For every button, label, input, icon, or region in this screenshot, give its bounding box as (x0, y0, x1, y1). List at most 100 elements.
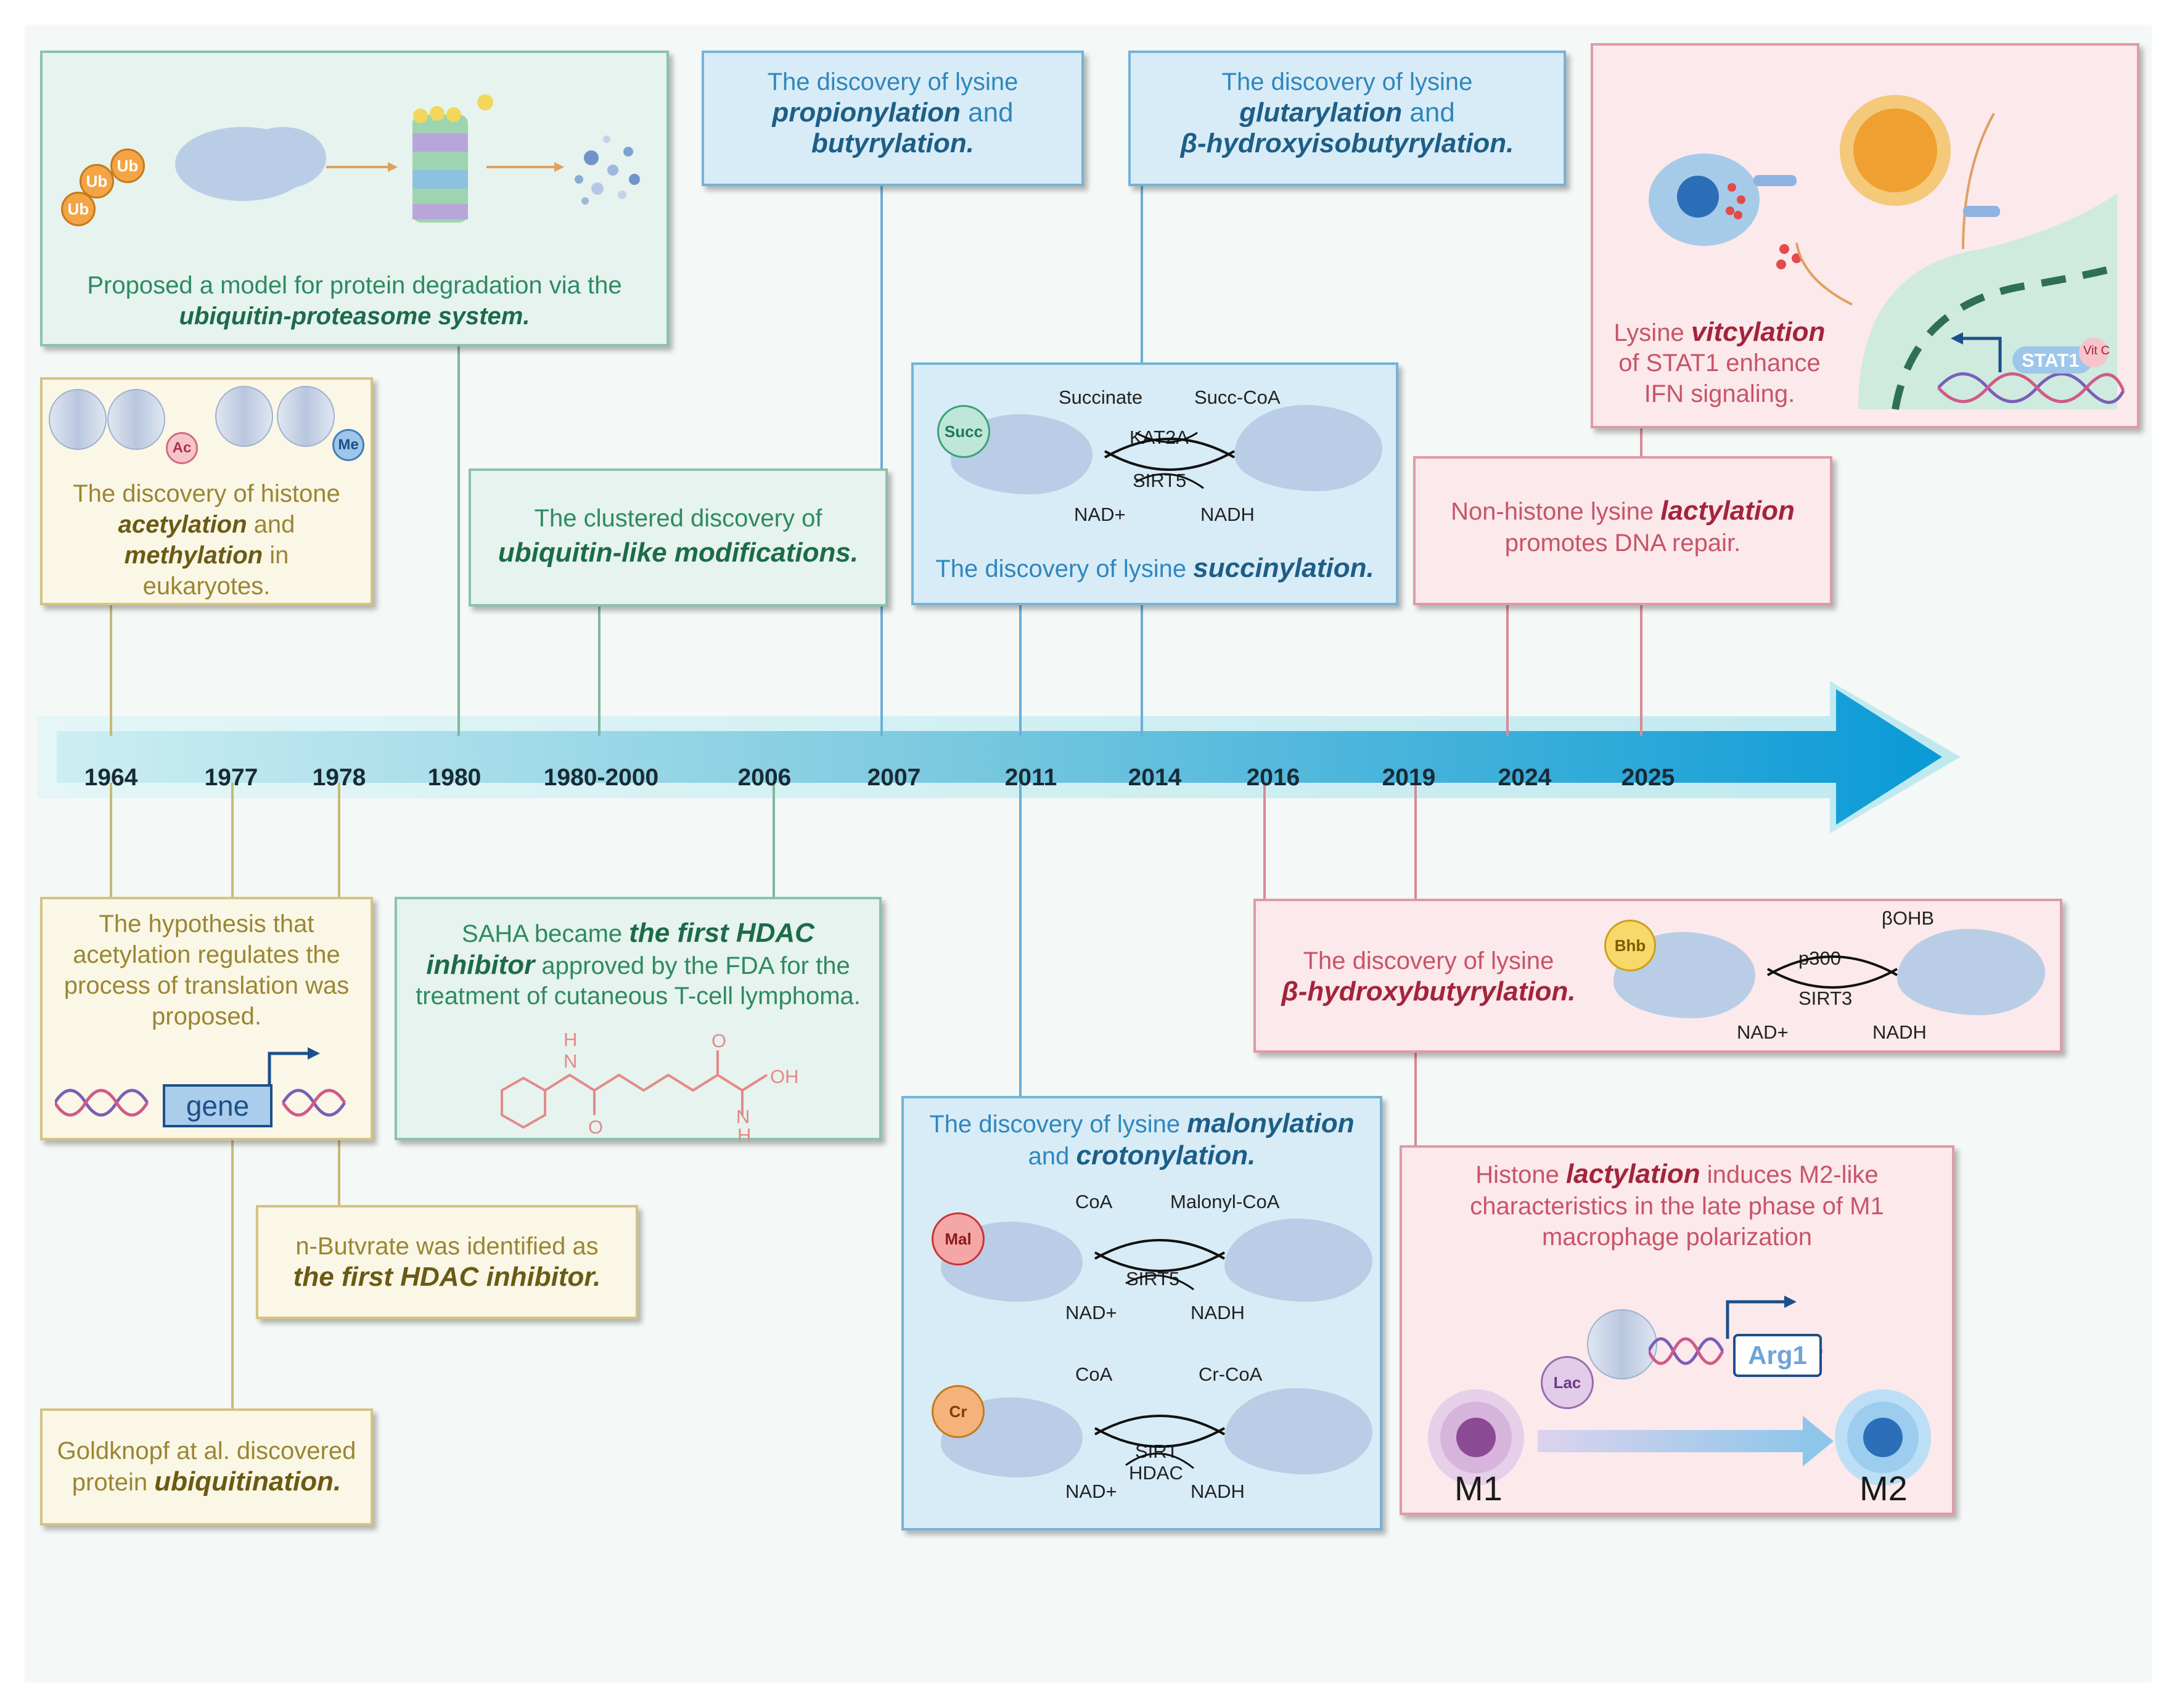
event-text: The discovery of lysine malonylation (929, 1108, 1355, 1138)
year-label: 1980-2000 (543, 764, 659, 791)
event-text: The hypothesis that (99, 910, 314, 938)
event-text: proposed. (152, 1003, 261, 1030)
succ-tag: Succ (937, 405, 990, 458)
nucleosome-icon (49, 389, 107, 450)
m2-label: M2 (1859, 1469, 1908, 1508)
protein-shape (1224, 1219, 1372, 1302)
proteasome-illustration (175, 94, 640, 223)
event-text: promotes DNA repair. (1504, 529, 1741, 557)
event-text: treatment of cutaneous T-cell lymphoma. (416, 983, 861, 1010)
ub-tag: Ub (80, 164, 114, 198)
event-text: glutarylation and (1239, 97, 1455, 128)
connector-2007-top (880, 184, 883, 736)
me-tag: Me (332, 429, 364, 461)
immune-cell-illustration (1649, 95, 2125, 411)
event-text: The discovery of lysine (767, 68, 1019, 96)
event-text: The clustered discovery of (534, 505, 822, 532)
event-text-bold: β-hydroxybutyrylation. (1281, 976, 1576, 1007)
event-2011-succinylation: Succ Succinate Succ-CoA KAT2A SIRT5 NAD+… (911, 362, 1398, 605)
cr-coa-label: Cr-CoA (1199, 1363, 1263, 1385)
nucleosome-icon (107, 389, 165, 450)
atom-label: H (737, 1124, 752, 1146)
enzyme-label: SIRT5 (1133, 470, 1187, 491)
year-label: 2006 (737, 764, 792, 791)
year-label: 2019 (1382, 764, 1436, 791)
connector-2006-bottom (773, 783, 775, 897)
event-1980-2000-ubiquitin-like: The clustered discovery of ubiquitin-lik… (469, 468, 888, 607)
event-2007-propionylation: The discovery of lysine propionylation a… (702, 51, 1084, 186)
lac-tag: Lac (1541, 1356, 1594, 1409)
nadh-label: NADH (1191, 1302, 1245, 1323)
event-text-bold: ubiquitin-like modifications. (498, 537, 859, 568)
event-text: macrophage polarization (1541, 1224, 1813, 1251)
event-text: Proposed a model for protein degradation… (87, 272, 622, 299)
coa-label: CoA (1075, 1191, 1113, 1212)
event-2025-vitcylation: STAT1 Vit C Lysine vitcylation of STAT1 … (1591, 43, 2139, 428)
event-2006-saha-approval: SAHA became the first HDAC inhibitor app… (395, 897, 882, 1146)
event-1977-translation-hypothesis: The hypothesis that acetylation regulate… (40, 897, 373, 1140)
enzyme-label: KAT2A (1129, 427, 1189, 448)
atom-label: N (736, 1106, 750, 1127)
event-text: The discovery of lysine (1221, 68, 1473, 96)
event-text: Non-histone lysine lactylation (1451, 496, 1795, 526)
event-text: methylation in (124, 542, 289, 569)
nadh-label: NADH (1872, 1021, 1927, 1043)
mal-tag: Mal (932, 1212, 985, 1265)
event-text: protein ubiquitination. (72, 1466, 342, 1497)
event-text: The discovery of histone (73, 480, 340, 507)
dna-icon (55, 1047, 346, 1117)
atom-label: O (711, 1030, 727, 1052)
connector-2024-top (1506, 604, 1509, 736)
connector-1980-top (457, 340, 460, 736)
protein-shape (1234, 405, 1382, 491)
coa-label: CoA (1075, 1363, 1113, 1385)
event-2011-malonylation-crotonylation: The discovery of lysine malonylation and… (901, 1096, 1382, 1530)
event-text: acetylation and (118, 511, 295, 538)
atom-label: O (588, 1116, 604, 1138)
nad-label: NAD+ (1737, 1021, 1789, 1043)
arg1-gene-box: Arg1 (1733, 1334, 1822, 1377)
m1-label: M1 (1454, 1469, 1503, 1508)
enzyme-label: HDAC (1129, 1462, 1183, 1484)
nad-label: NAD+ (1074, 504, 1126, 525)
event-1980-ubiquitin-proteasome: Ub Ub Ub Proposed a model for protein de… (40, 51, 669, 346)
event-text: propionylation and (772, 97, 1014, 128)
succ-coa-label: Succ-CoA (1194, 386, 1281, 408)
protein-shape (1224, 1388, 1372, 1474)
reaction-arrows (1767, 955, 1898, 989)
event-1964-histone-acetylation: Ac Me The discovery of histone acetylati… (40, 377, 373, 605)
year-label: 2016 (1246, 764, 1300, 791)
vitc-label: Vit C (2083, 344, 2110, 358)
bhb-tag: Bhb (1604, 920, 1656, 971)
event-text: The discovery of lysine succinylation. (935, 553, 1374, 583)
nad-label: NAD+ (1065, 1302, 1117, 1323)
event-text: butyrylation. (811, 128, 975, 158)
event-text-bold: the first HDAC inhibitor. (293, 1262, 601, 1292)
ac-tag: Ac (166, 432, 198, 464)
event-text: of STAT1 enhance (1618, 349, 1821, 377)
timeline-figure: 1964 1977 1978 1980 1980-2000 2006 2007 … (25, 25, 2152, 1683)
ub-tag: Ub (110, 149, 145, 183)
event-1977-ubiquitination: Goldknopf at al. discovered protein ubiq… (40, 1408, 373, 1526)
malonyl-coa-label: Malonyl-CoA (1170, 1191, 1280, 1212)
protein-shape (1897, 929, 2045, 1015)
event-2016-hydroxybutyrylation: The discovery of lysine β-hydroxybutyryl… (1253, 899, 2062, 1053)
year-label: 1980 (427, 764, 482, 791)
event-2019-histone-lactylation: Histone lactylation induces M2-like char… (1400, 1145, 1954, 1515)
atom-label: N (564, 1050, 578, 1072)
enzyme-label: SIRT3 (1798, 987, 1853, 1009)
event-text: eukaryotes. (142, 573, 271, 600)
connector-2011-bottom (1019, 783, 1022, 1096)
year-label: 2014 (1128, 764, 1182, 791)
nadh-label: NADH (1191, 1481, 1245, 1502)
nucleosome-icon (215, 386, 273, 447)
event-text: and crotonylation. (1028, 1140, 1256, 1171)
event-2014-glutarylation: The discovery of lysine glutarylation an… (1128, 51, 1566, 186)
event-1978-butyrate-inhibitor: n-Butvrate was identified as the first H… (256, 1205, 638, 1319)
event-text: n-Butvrate was identified as (295, 1233, 599, 1260)
event-text: Histone lactylation induces M2-like (1475, 1159, 1879, 1189)
event-text: SAHA became the first HDAC (462, 918, 814, 948)
ub-tag: Ub (61, 192, 96, 226)
stat1-label: STAT1 (2022, 349, 2080, 371)
year-label: 2025 (1621, 764, 1675, 791)
